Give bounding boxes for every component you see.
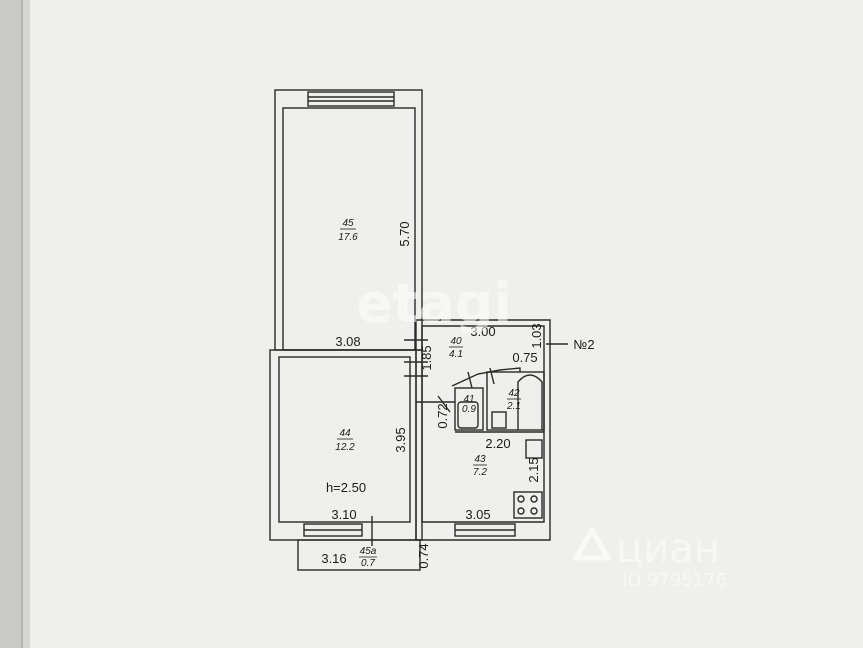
dim-300: 3.00 (470, 324, 495, 339)
dim-185: 1.85 (419, 345, 434, 370)
dim-570: 5.70 (397, 221, 412, 246)
dim-220: 2.20 (485, 436, 510, 451)
inner-wall-room-44 (278, 356, 411, 523)
room-45-number: 45 (342, 218, 354, 229)
bathtub (517, 374, 543, 430)
bathroom (486, 371, 545, 431)
balcony (297, 539, 421, 571)
dim-316: 3.16 (321, 551, 346, 566)
room-43-number: 43 (474, 454, 486, 465)
dim-305: 3.05 (465, 507, 490, 522)
dim-395: 3.95 (393, 427, 408, 452)
room-44-number: 44 (339, 428, 351, 439)
dim-215: 2.15 (526, 457, 541, 482)
room-45a-area: 0.7 (361, 558, 375, 569)
dimension-labels: 5.70 3.08 3.00 1.03 0.75 1.85 0.72 3.95 … (321, 221, 594, 568)
room-41-number: 41 (463, 394, 474, 405)
cian-logo-icon (571, 524, 613, 561)
dim-103: 1.03 (529, 323, 544, 348)
toilet-room (454, 387, 484, 431)
kitchen-sink (525, 439, 543, 459)
dim-074: 0.74 (416, 543, 431, 568)
stove (513, 491, 543, 519)
watermarks: etagi циан ID 9795176 (356, 272, 727, 591)
dim-072: 0.72 (435, 403, 450, 428)
walls (269, 89, 568, 571)
cian-watermark: циан (616, 526, 720, 572)
room-41-area: 0.9 (462, 404, 476, 415)
inner-wall-right-block (421, 325, 545, 523)
toilet-fixture (457, 401, 479, 429)
dim-075: 0.75 (512, 350, 537, 365)
etagi-watermark: etagi (356, 272, 512, 335)
ceiling-height: h=2.50 (326, 480, 366, 495)
page-edge-left (0, 0, 22, 648)
apartment-number: №2 (573, 337, 594, 352)
room-43-area: 7.2 (473, 467, 487, 478)
room-45a-number: 45а (360, 546, 377, 557)
dim-310: 3.10 (331, 507, 356, 522)
room-40-number: 40 (450, 336, 462, 347)
cian-id-watermark: ID 9795176 (622, 570, 727, 591)
room-labels: 45 17.6 44 12.2 40 4.1 41 0.9 42 2.1 43 … (335, 218, 521, 569)
room-42-area: 2.1 (506, 401, 521, 412)
room-40-area: 4.1 (449, 349, 463, 360)
sink-fixture (491, 411, 507, 429)
room-45-area: 17.6 (338, 232, 358, 243)
window-top (307, 91, 395, 107)
dim-308: 3.08 (335, 334, 360, 349)
room-42-number: 42 (508, 388, 520, 399)
room-44-area: 12.2 (335, 442, 355, 453)
